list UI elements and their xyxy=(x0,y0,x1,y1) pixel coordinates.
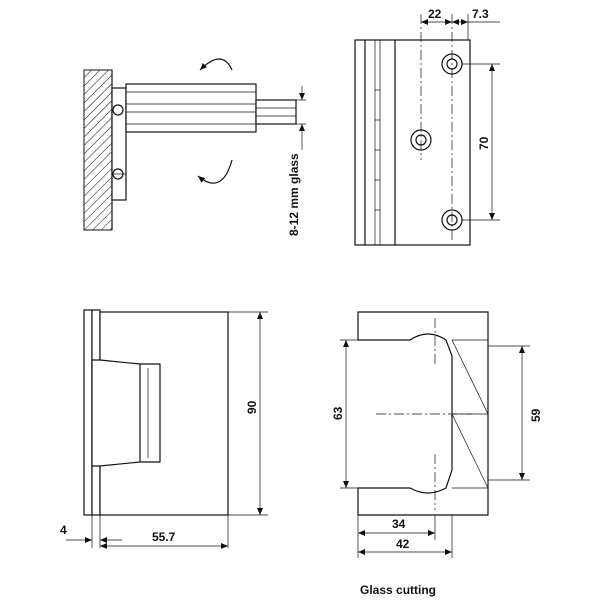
rotate-up-arrow-icon xyxy=(199,58,233,71)
side-elevation: 90 4 55.7 xyxy=(60,309,268,549)
glass-cutting-view: 63 59 34 42 xyxy=(331,311,543,558)
glass-pane xyxy=(255,99,297,125)
dim-7-3: 7.3 xyxy=(472,7,489,21)
dim-22: 22 xyxy=(428,7,442,21)
back-plate-edge xyxy=(83,309,93,516)
wall-hatch xyxy=(83,69,113,231)
dim-90: 90 xyxy=(245,400,259,414)
hinge-body xyxy=(125,83,257,133)
dim-70: 70 xyxy=(477,136,491,150)
dim-59: 59 xyxy=(529,408,543,422)
dim-63: 63 xyxy=(331,406,345,420)
dim-34: 34 xyxy=(392,517,406,531)
glass-cutout-outline xyxy=(357,311,489,516)
rotate-down-arrow-icon xyxy=(197,159,233,184)
glass-thickness-label: 8-12 mm glass xyxy=(287,153,301,236)
dim-55-7: 55.7 xyxy=(152,530,176,544)
dim-4: 4 xyxy=(60,523,67,537)
front-plate xyxy=(354,39,471,246)
dim-42: 42 xyxy=(396,537,410,551)
caption-glass-cutting: Glass cutting xyxy=(360,583,436,597)
front-view: 22 7.3 70 xyxy=(354,7,500,246)
side-view-mounted: 8-12 mm glass xyxy=(83,58,306,236)
hinge-pocket xyxy=(91,359,161,467)
